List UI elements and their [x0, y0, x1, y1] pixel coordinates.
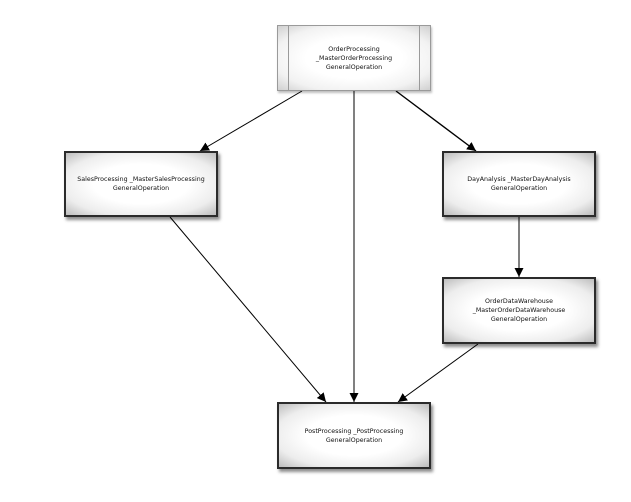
node-label-line: OrderDataWarehouse [485, 298, 553, 305]
node-sales-processing[interactable]: SalesProcessing _MasterSalesProcessing G… [64, 151, 218, 217]
node-label-line: _MasterOrderDataWarehouse [472, 307, 566, 314]
node-order-processing[interactable]: OrderProcessing _MasterOrderProcessing G… [277, 25, 431, 91]
node-label-line: GeneralOperation [490, 316, 548, 323]
node-label-line: GeneralOperation [325, 63, 383, 71]
node-right-bar [419, 26, 420, 90]
edge-warehouse-to-post [397, 343, 479, 403]
node-order-data-warehouse[interactable]: OrderDataWarehouse _MasterOrderDataWareh… [442, 277, 596, 344]
node-post-processing[interactable]: PostProcessing _PostProcessing GeneralOp… [277, 402, 431, 469]
node-label-line: _MasterOrderProcessing [315, 54, 393, 62]
node-label-line: DayAnalysis _MasterDayAnalysis [467, 176, 571, 183]
edge-sales-to-post [169, 216, 327, 403]
node-label-line: GeneralOperation [490, 185, 548, 192]
node-label-line: SalesProcessing _MasterSalesProcessing [77, 176, 205, 183]
node-day-analysis[interactable]: DayAnalysis _MasterDayAnalysis GeneralOp… [442, 151, 596, 217]
node-label-line: OrderProcessing [328, 45, 380, 53]
node-label-line: GeneralOperation [112, 185, 170, 192]
edge-order-to-day [395, 90, 477, 152]
edge-order-to-sales [199, 90, 303, 152]
node-left-bar [288, 26, 289, 90]
node-label-line: GeneralOperation [325, 436, 383, 444]
node-label-line: PostProcessing _PostProcessing [304, 427, 404, 435]
